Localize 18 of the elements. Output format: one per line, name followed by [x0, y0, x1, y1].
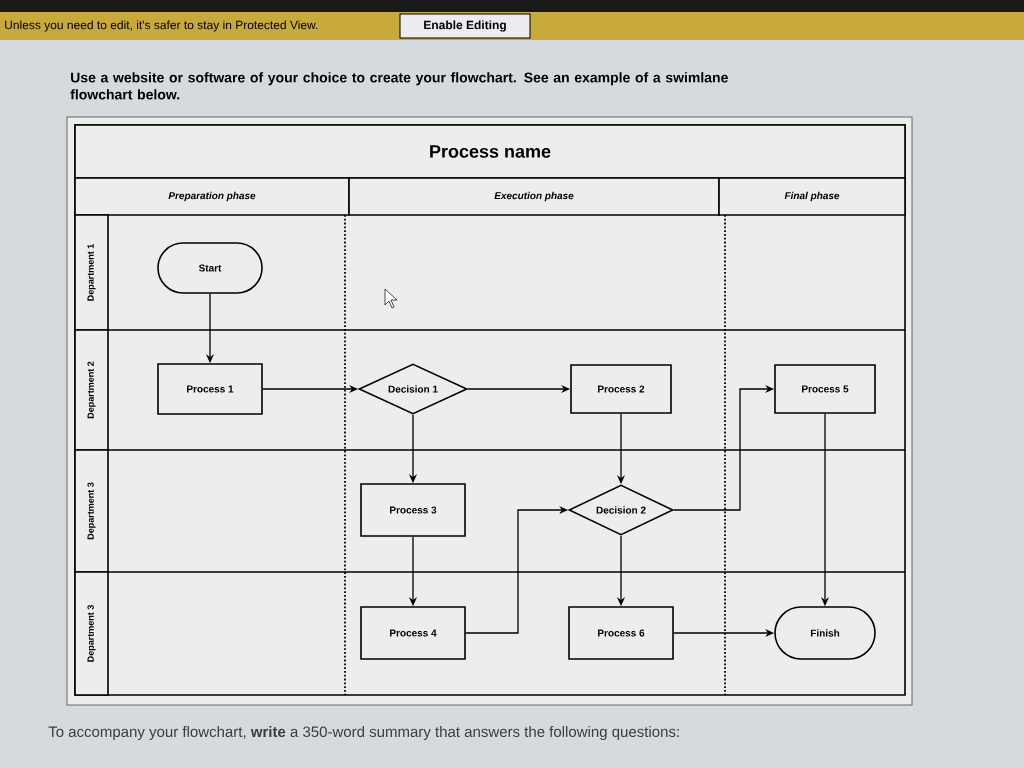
- notification-text: Unless you need to edit, it's safer to stay in Protected View.: [5, 20, 318, 32]
- phase-header: Execution phase: [348, 177, 720, 216]
- process-box: Process 1: [157, 363, 263, 415]
- process-box: Process 4: [360, 606, 466, 660]
- terminator: Finish: [774, 606, 876, 660]
- phase-header: Final phase: [718, 177, 906, 216]
- process-box: Process 3: [360, 483, 466, 537]
- terminator: Start: [157, 242, 263, 294]
- lane-header: Department 3: [74, 571, 109, 696]
- process-box: Process 6: [568, 606, 674, 660]
- body-text: To accompany your flowchart, write a 350-word summary that answers the following questions:: [48, 726, 679, 740]
- process-box: Process 5: [774, 364, 876, 414]
- lane-header: Department 3: [74, 449, 109, 573]
- instruction-text: Use a website or software of your choice to create your flowchart. See an example of a swimlane flowchart below.: [70, 72, 728, 100]
- enable-editing-button: Enable Editing: [399, 13, 531, 39]
- lane-header: Department 2: [74, 329, 109, 451]
- process-box: Process 2: [570, 364, 672, 414]
- lane-header: Department 1: [74, 214, 109, 331]
